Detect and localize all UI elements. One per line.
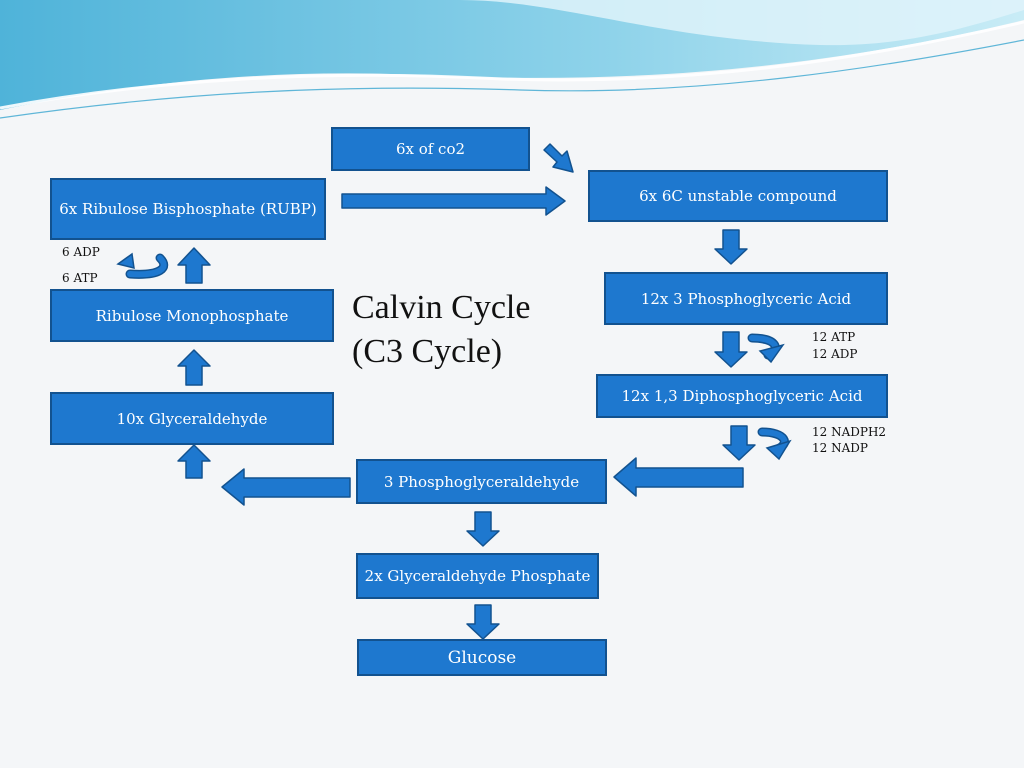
- note-12-atp: 12 ATP: [812, 330, 856, 344]
- arrow-rubp-up: [177, 247, 211, 284]
- note-6-adp: 6 ADP: [62, 245, 100, 259]
- arrow-dpga-to-pgal: [722, 425, 756, 461]
- arrow-to-pgal: [613, 457, 744, 497]
- curved-arrow-head-6: [116, 252, 135, 269]
- note-6-atp: 6 ATP: [62, 271, 98, 285]
- node-rubp: 6x Ribulose Bisphosphate (RUBP): [50, 178, 326, 240]
- arrow-ribulose-up: [177, 349, 211, 386]
- node-phosphoglyceric-acid: 12x 3 Phosphoglyceric Acid: [604, 272, 888, 325]
- node-co2: 6x of co2: [331, 127, 530, 171]
- arrow-pgal-to-glyceraldehyde: [221, 468, 351, 506]
- note-12-nadp: 12 NADP: [812, 441, 868, 455]
- node-phosphoglyceraldehyde: 3 Phosphoglyceraldehyde: [356, 459, 607, 504]
- title-line-1: Calvin Cycle: [352, 289, 531, 326]
- arrow-g3p-to-glucose: [466, 604, 500, 640]
- node-glucose: Glucose: [357, 639, 607, 676]
- diagram-title: Calvin Cycle (C3 Cycle): [352, 286, 530, 374]
- arrow-glyceraldehyde-up: [177, 444, 211, 479]
- header-wave-decoration: [0, 0, 1024, 119]
- arrow-pga-to-dpga: [714, 331, 748, 368]
- curved-arrow-head-12nadph: [765, 439, 792, 461]
- curved-arrow-head-12atp: [758, 343, 785, 364]
- note-12-adp: 12 ADP: [812, 347, 858, 361]
- arrow-rubp-to-unstable: [341, 186, 566, 216]
- arrow-pgal-to-g3p: [466, 511, 500, 547]
- arrow-co2-to-unstable: [543, 143, 574, 173]
- node-ribulose-monophosphate: Ribulose Monophosphate: [50, 289, 334, 342]
- title-line-2: (C3 Cycle): [352, 333, 503, 370]
- note-12-nadph2: 12 NADPH2: [812, 425, 887, 439]
- node-glyceraldehyde-phosphate: 2x Glyceraldehyde Phosphate: [356, 553, 599, 599]
- arrow-unstable-to-pga: [714, 229, 748, 265]
- node-glyceraldehyde: 10x Glyceraldehyde: [50, 392, 334, 445]
- node-diphosphoglyceric-acid: 12x 1,3 Diphosphoglyceric Acid: [596, 374, 888, 418]
- node-unstable-compound: 6x 6C unstable compound: [588, 170, 888, 222]
